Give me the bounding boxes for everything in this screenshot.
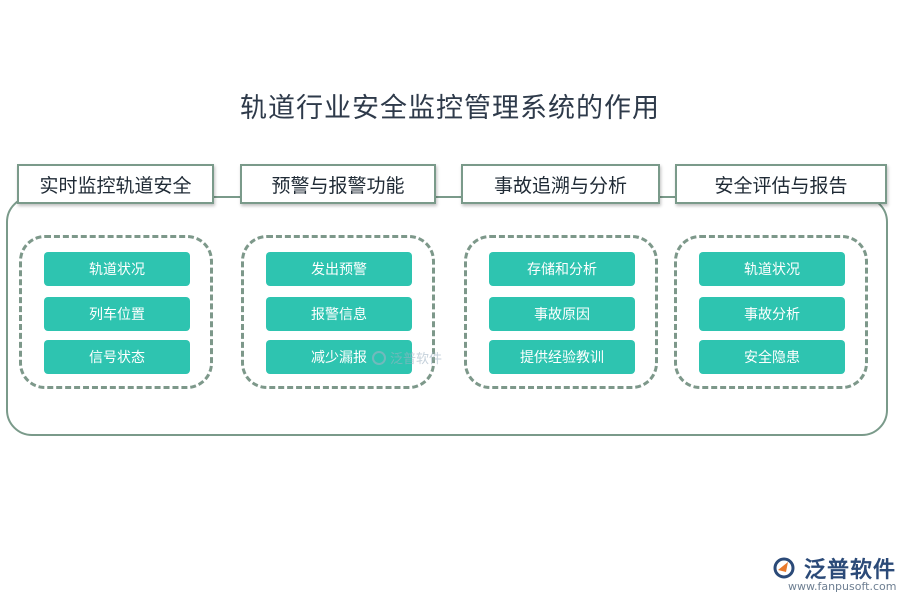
item-reduce-missed-alarms: 减少漏报: [266, 340, 412, 374]
item-track-condition-2: 轨道状况: [699, 252, 845, 286]
item-accident-cause: 事故原因: [489, 297, 635, 331]
brand-url: www.fanpusoft.com: [788, 580, 897, 593]
watermark-logo-icon: [372, 350, 386, 365]
item-lessons-learned: 提供经验教训: [489, 340, 635, 374]
section-group-warning-alarm: 发出预警 报警信息 减少漏报: [241, 235, 435, 389]
section-header-safety-assessment: 安全评估与报告: [675, 164, 887, 204]
item-alarm-info: 报警信息: [266, 297, 412, 331]
brand-logo: 泛普软件: [772, 552, 896, 584]
item-issue-warning: 发出预警: [266, 252, 412, 286]
section-header-warning-alarm: 预警与报警功能: [240, 164, 436, 204]
fanpu-logo-icon: [773, 557, 795, 579]
watermark-text: 泛普软件: [390, 352, 443, 367]
page-title: 轨道行业安全监控管理系统的作用: [240, 93, 660, 124]
item-signal-status: 信号状态: [44, 340, 190, 374]
item-storage-analysis: 存储和分析: [489, 252, 635, 286]
item-train-position: 列车位置: [44, 297, 190, 331]
section-group-realtime-monitoring: 轨道状况 列车位置 信号状态: [19, 235, 213, 389]
item-safety-hazards: 安全隐患: [699, 340, 845, 374]
section-header-accident-tracing: 事故追溯与分析: [461, 164, 660, 204]
watermark: 泛普软件: [372, 348, 442, 367]
item-accident-analysis: 事故分析: [699, 297, 845, 331]
section-group-safety-assessment: 轨道状况 事故分析 安全隐患: [674, 235, 868, 389]
section-header-realtime-monitoring: 实时监控轨道安全: [17, 164, 214, 204]
brand-name: 泛普软件: [804, 558, 897, 583]
section-group-accident-tracing: 存储和分析 事故原因 提供经验教训: [464, 235, 658, 389]
item-track-condition: 轨道状况: [44, 252, 190, 286]
